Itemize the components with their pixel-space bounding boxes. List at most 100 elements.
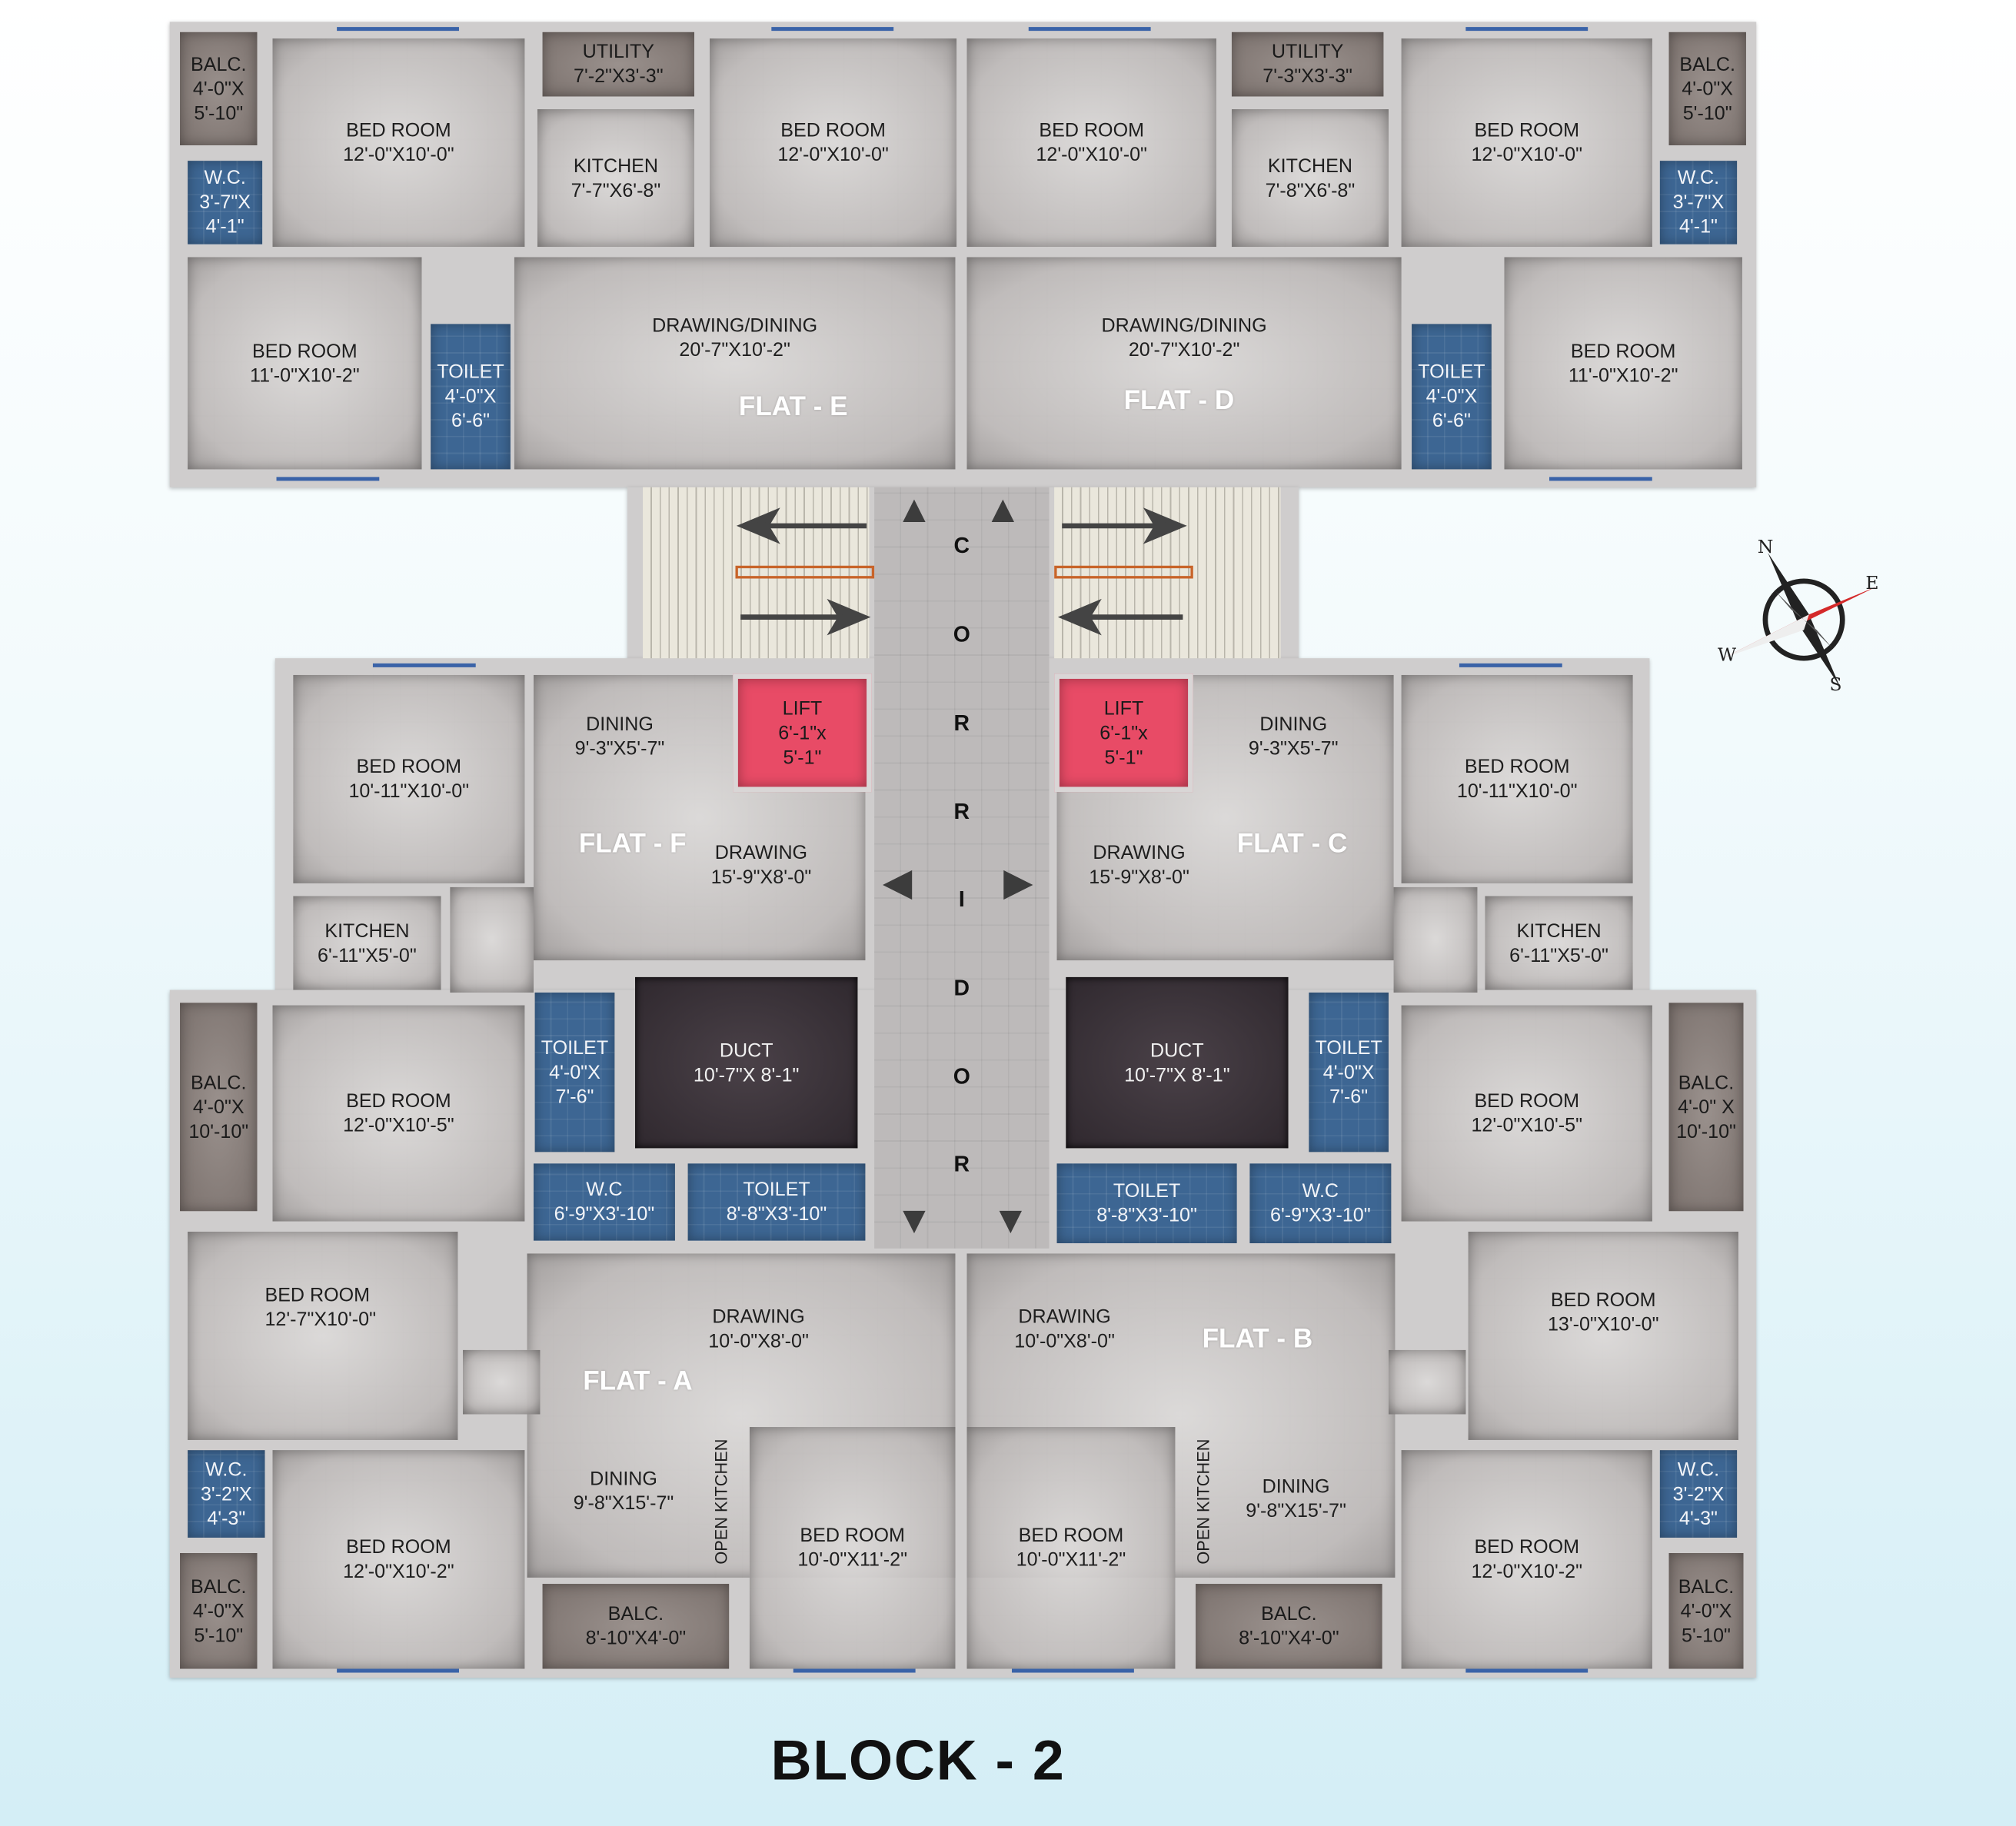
room-dimensions: 10'-11"X10'-0" bbox=[348, 780, 470, 803]
compass-north-label: N bbox=[1757, 537, 1774, 558]
arrow-right-icon: ▶ bbox=[1003, 861, 1033, 904]
room-dimensions: 4'-0"X 6'-6" bbox=[1426, 385, 1478, 432]
corridor-letter: D bbox=[953, 976, 970, 1000]
room-dimensions: 4'-0"X 7'-6" bbox=[1322, 1061, 1375, 1108]
room-name: BED ROOM bbox=[264, 1284, 371, 1306]
block-title: BLOCK - 2 bbox=[770, 1729, 1066, 1793]
room-balcony: BALC.4'-0"X 5'-10" bbox=[1668, 32, 1746, 145]
room-balcony: BALC.4'-0"X 5'-10" bbox=[180, 32, 258, 145]
room-name: BALC. bbox=[191, 1071, 247, 1094]
compass-south-label: S bbox=[1829, 674, 1842, 696]
corridor-letter: R bbox=[953, 800, 970, 824]
room-dimensions: 7'-7"X6'-8" bbox=[571, 179, 661, 201]
room-dimensions: 12'-0"X10'-0" bbox=[1036, 144, 1147, 166]
room-dimensions: 9'-3"X5'-7" bbox=[574, 737, 665, 760]
room-name: BED ROOM bbox=[346, 1090, 451, 1113]
room-dimensions: 8'-10"X4'-0" bbox=[585, 1628, 687, 1650]
room-dimensions: 4'-0"X 6'-6" bbox=[444, 385, 497, 432]
room-name: BALC. bbox=[1679, 53, 1735, 75]
window bbox=[372, 663, 476, 667]
flat-b-passage bbox=[1388, 1349, 1466, 1415]
room-balcony: BALC.4'-0"X 5'-10" bbox=[1668, 1553, 1744, 1669]
stair-arrows-icon bbox=[736, 507, 1187, 636]
room-name: LIFT bbox=[1103, 697, 1144, 720]
room-dimensions: 4'-0"X 5'-10" bbox=[192, 1600, 245, 1647]
window bbox=[1028, 27, 1151, 32]
compass-west-label: W bbox=[1718, 645, 1737, 667]
window bbox=[1549, 477, 1652, 481]
room-name: BED ROOM bbox=[1570, 340, 1676, 362]
room-name: BED ROOM bbox=[1039, 119, 1144, 141]
flat-f-passage bbox=[450, 886, 534, 993]
room-dimensions: 3'-2"X 4'-3" bbox=[200, 1482, 252, 1530]
window bbox=[337, 27, 459, 32]
room-dimensions: 6'-1"x 5'-1" bbox=[778, 721, 827, 769]
room-dimensions: 9'-8"X15'-7" bbox=[573, 1492, 674, 1515]
room-name: W.C. bbox=[1677, 1458, 1720, 1481]
room-dimensions: 12'-0"X10'-0" bbox=[777, 144, 889, 166]
room-dimensions: 12'-0"X10'-2" bbox=[343, 1561, 454, 1583]
room-name: BED ROOM bbox=[800, 1525, 905, 1547]
room-dimensions: 9'-3"X5'-7" bbox=[1248, 737, 1339, 760]
room-name: KITCHEN bbox=[1267, 155, 1353, 177]
room-name: LIFT bbox=[782, 697, 823, 720]
room-name: BALC. bbox=[607, 1603, 664, 1625]
window bbox=[793, 1668, 916, 1673]
room-name: W.C bbox=[1302, 1180, 1339, 1202]
room-dimensions: 10'-0"X11'-2" bbox=[797, 1549, 907, 1572]
room-name: KITCHEN bbox=[573, 155, 659, 177]
room-dimensions: 12'-0"X10'-5" bbox=[343, 1114, 454, 1137]
flat-b-label: FLAT - B bbox=[1202, 1324, 1313, 1354]
room-dimensions: 8'-10"X4'-0" bbox=[1239, 1628, 1339, 1650]
open-kitchen-label: OPEN KITCHEN bbox=[711, 1439, 731, 1565]
window bbox=[1012, 1668, 1134, 1673]
room-name: BED ROOM bbox=[1018, 1525, 1124, 1547]
room-name: DRAWING/DINING bbox=[652, 314, 818, 338]
room-dimensions: 20'-7"X10'-2" bbox=[1128, 339, 1240, 361]
room-name: BALC. bbox=[1678, 1071, 1735, 1094]
room-name: DUCT bbox=[1150, 1039, 1204, 1062]
room-dimensions: 6'-11"X5'-0" bbox=[1509, 944, 1608, 966]
flat-f-label: FLAT - F bbox=[578, 829, 687, 860]
room-dimensions: 10'-0"X11'-2" bbox=[1016, 1549, 1126, 1572]
flat-a-passage bbox=[462, 1349, 541, 1415]
room-name: DRAWING bbox=[1018, 1305, 1111, 1329]
corridor-letter: C bbox=[953, 533, 970, 558]
corridor bbox=[874, 487, 1050, 1249]
arrow-up-icon: ▲ bbox=[895, 488, 933, 531]
room-dimensions: 4'-0"X 5'-10" bbox=[192, 78, 245, 125]
corridor-letter: R bbox=[953, 1152, 970, 1177]
room-dimensions: 8'-8"X3'-10" bbox=[1096, 1204, 1197, 1227]
room-wc: W.C.3'-7"X 4'-1" bbox=[1659, 161, 1738, 244]
room-dimensions: 7'-2"X3'-3" bbox=[574, 65, 664, 88]
room-name: KITCHEN bbox=[324, 920, 410, 942]
room-dimensions: 11'-0"X10'-2" bbox=[249, 364, 360, 387]
staircase-right bbox=[1054, 487, 1281, 659]
room-dimensions: 10'-0"X8'-0" bbox=[1014, 1330, 1115, 1353]
room-name: DRAWING/DINING bbox=[1101, 314, 1267, 338]
room-dimensions: 12'-0"X10'-2" bbox=[1471, 1561, 1583, 1583]
room-dimensions: 13'-0"X10'-0" bbox=[1547, 1313, 1659, 1336]
room-dimensions: 10'-7"X 8'-1" bbox=[1124, 1063, 1230, 1086]
room-dimensions: 6'-11"X5'-0" bbox=[318, 944, 417, 966]
